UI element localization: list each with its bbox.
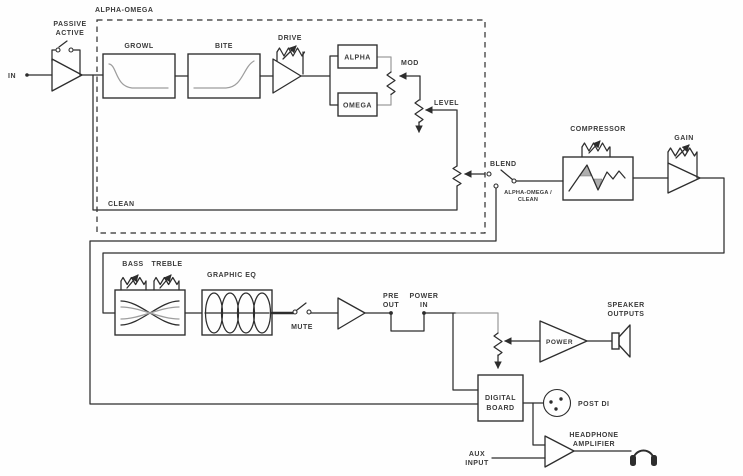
drive-pot [276, 45, 306, 75]
treble-pot [153, 274, 180, 291]
alpha-omega-clean-switch [486, 169, 517, 189]
bass-pot [120, 274, 147, 291]
headphone-amp [544, 435, 575, 468]
digital-board-block [477, 374, 524, 422]
level-label: LEVEL [434, 100, 459, 107]
aux-input-label-line2: INPUT [465, 460, 489, 467]
tone-curves-light [120, 306, 180, 320]
effects-loop-wire [390, 312, 425, 332]
graphic-eq-block [201, 289, 273, 336]
gain-amp [667, 144, 701, 194]
post-di-label: POST DI [578, 401, 610, 408]
switch-label-line2: CLEAN [518, 197, 538, 203]
clean-path-wire [92, 74, 458, 211]
power-in-jack [422, 311, 426, 315]
mute-switch [292, 302, 312, 315]
switch-label-line1: ALPHA-OMEGA / [504, 190, 552, 196]
passive-label: PASSIVE [53, 21, 86, 28]
pre-out-jack [389, 311, 393, 315]
drive-amp [272, 45, 306, 94]
xlr-post-di-icon [542, 388, 572, 418]
alpha-block [337, 44, 378, 69]
clean-label: CLEAN [108, 201, 135, 208]
gain-label: GAIN [674, 135, 694, 142]
gain-return-wire [102, 177, 725, 314]
pre-out-label-line1: PRE [383, 293, 399, 300]
input-stage [51, 40, 83, 92]
bass-label: BASS [122, 261, 143, 268]
power-in-label-line2: IN [420, 302, 428, 309]
headphone-amp-label-line2: AMPLIFIER [573, 441, 615, 448]
speaker-outputs-label-line1: SPEAKER [607, 302, 644, 309]
input-buffer-amp [51, 58, 83, 92]
growl-label: GROWL [124, 43, 154, 50]
bite-curve [193, 60, 255, 89]
tone-stack-block [114, 274, 186, 336]
line-driver-amp [337, 297, 366, 330]
compressor-label: COMPRESSOR [570, 126, 626, 133]
power-in-label-line1: POWER [410, 293, 439, 300]
mod-label: MOD [401, 60, 419, 67]
speaker-icon [611, 324, 631, 358]
compressor-waveform [568, 164, 626, 192]
mute-label: MUTE [291, 324, 313, 331]
growl-curve [108, 63, 169, 89]
graphic-eq-label: GRAPHIC EQ [207, 272, 256, 279]
aux-input-label-line1: AUX [469, 451, 485, 458]
labels: IN PASSIVE ACTIVE ALPHA-OMEGA GROWL BITE… [8, 7, 694, 467]
compressor-pot [581, 140, 611, 158]
power-amp-label: POWER [546, 339, 573, 346]
gain-pot [667, 144, 698, 179]
treble-label: TREBLE [152, 261, 183, 268]
bite-label: BITE [215, 43, 233, 50]
alpha-omega-section [96, 19, 486, 234]
compressor-block [562, 140, 634, 201]
input-terminal-dot [25, 73, 29, 77]
alpha-omega-title: ALPHA-OMEGA [95, 7, 153, 14]
blend-label: BLEND [490, 161, 517, 168]
mod-pot [386, 71, 396, 96]
bite-block [187, 53, 261, 99]
speaker-outputs-label-line2: OUTPUTS [608, 311, 645, 318]
level-pot [414, 99, 424, 124]
blend-pot [452, 165, 462, 187]
wires [25, 55, 725, 459]
passive-active-switch [51, 40, 81, 76]
in-label: IN [8, 73, 16, 80]
growl-block [102, 53, 176, 99]
omega-label: OMEGA [343, 103, 372, 110]
headphone-amp-label-line1: HEADPHONE [569, 432, 618, 439]
digital-board-label-line2: BOARD [486, 405, 514, 412]
master-pot [493, 332, 503, 357]
omega-block [337, 92, 378, 117]
power-amp [539, 320, 588, 363]
headphones-icon [630, 449, 657, 466]
drive-label: DRIVE [278, 35, 302, 42]
digital-board-label-line1: DIGITAL [485, 395, 516, 402]
pre-out-label-line2: OUT [383, 302, 400, 309]
clean-select-wire [89, 187, 497, 405]
alpha-omega-dashed-box [96, 19, 486, 234]
active-label: ACTIVE [56, 30, 85, 37]
alpha-label: ALPHA [344, 55, 371, 62]
